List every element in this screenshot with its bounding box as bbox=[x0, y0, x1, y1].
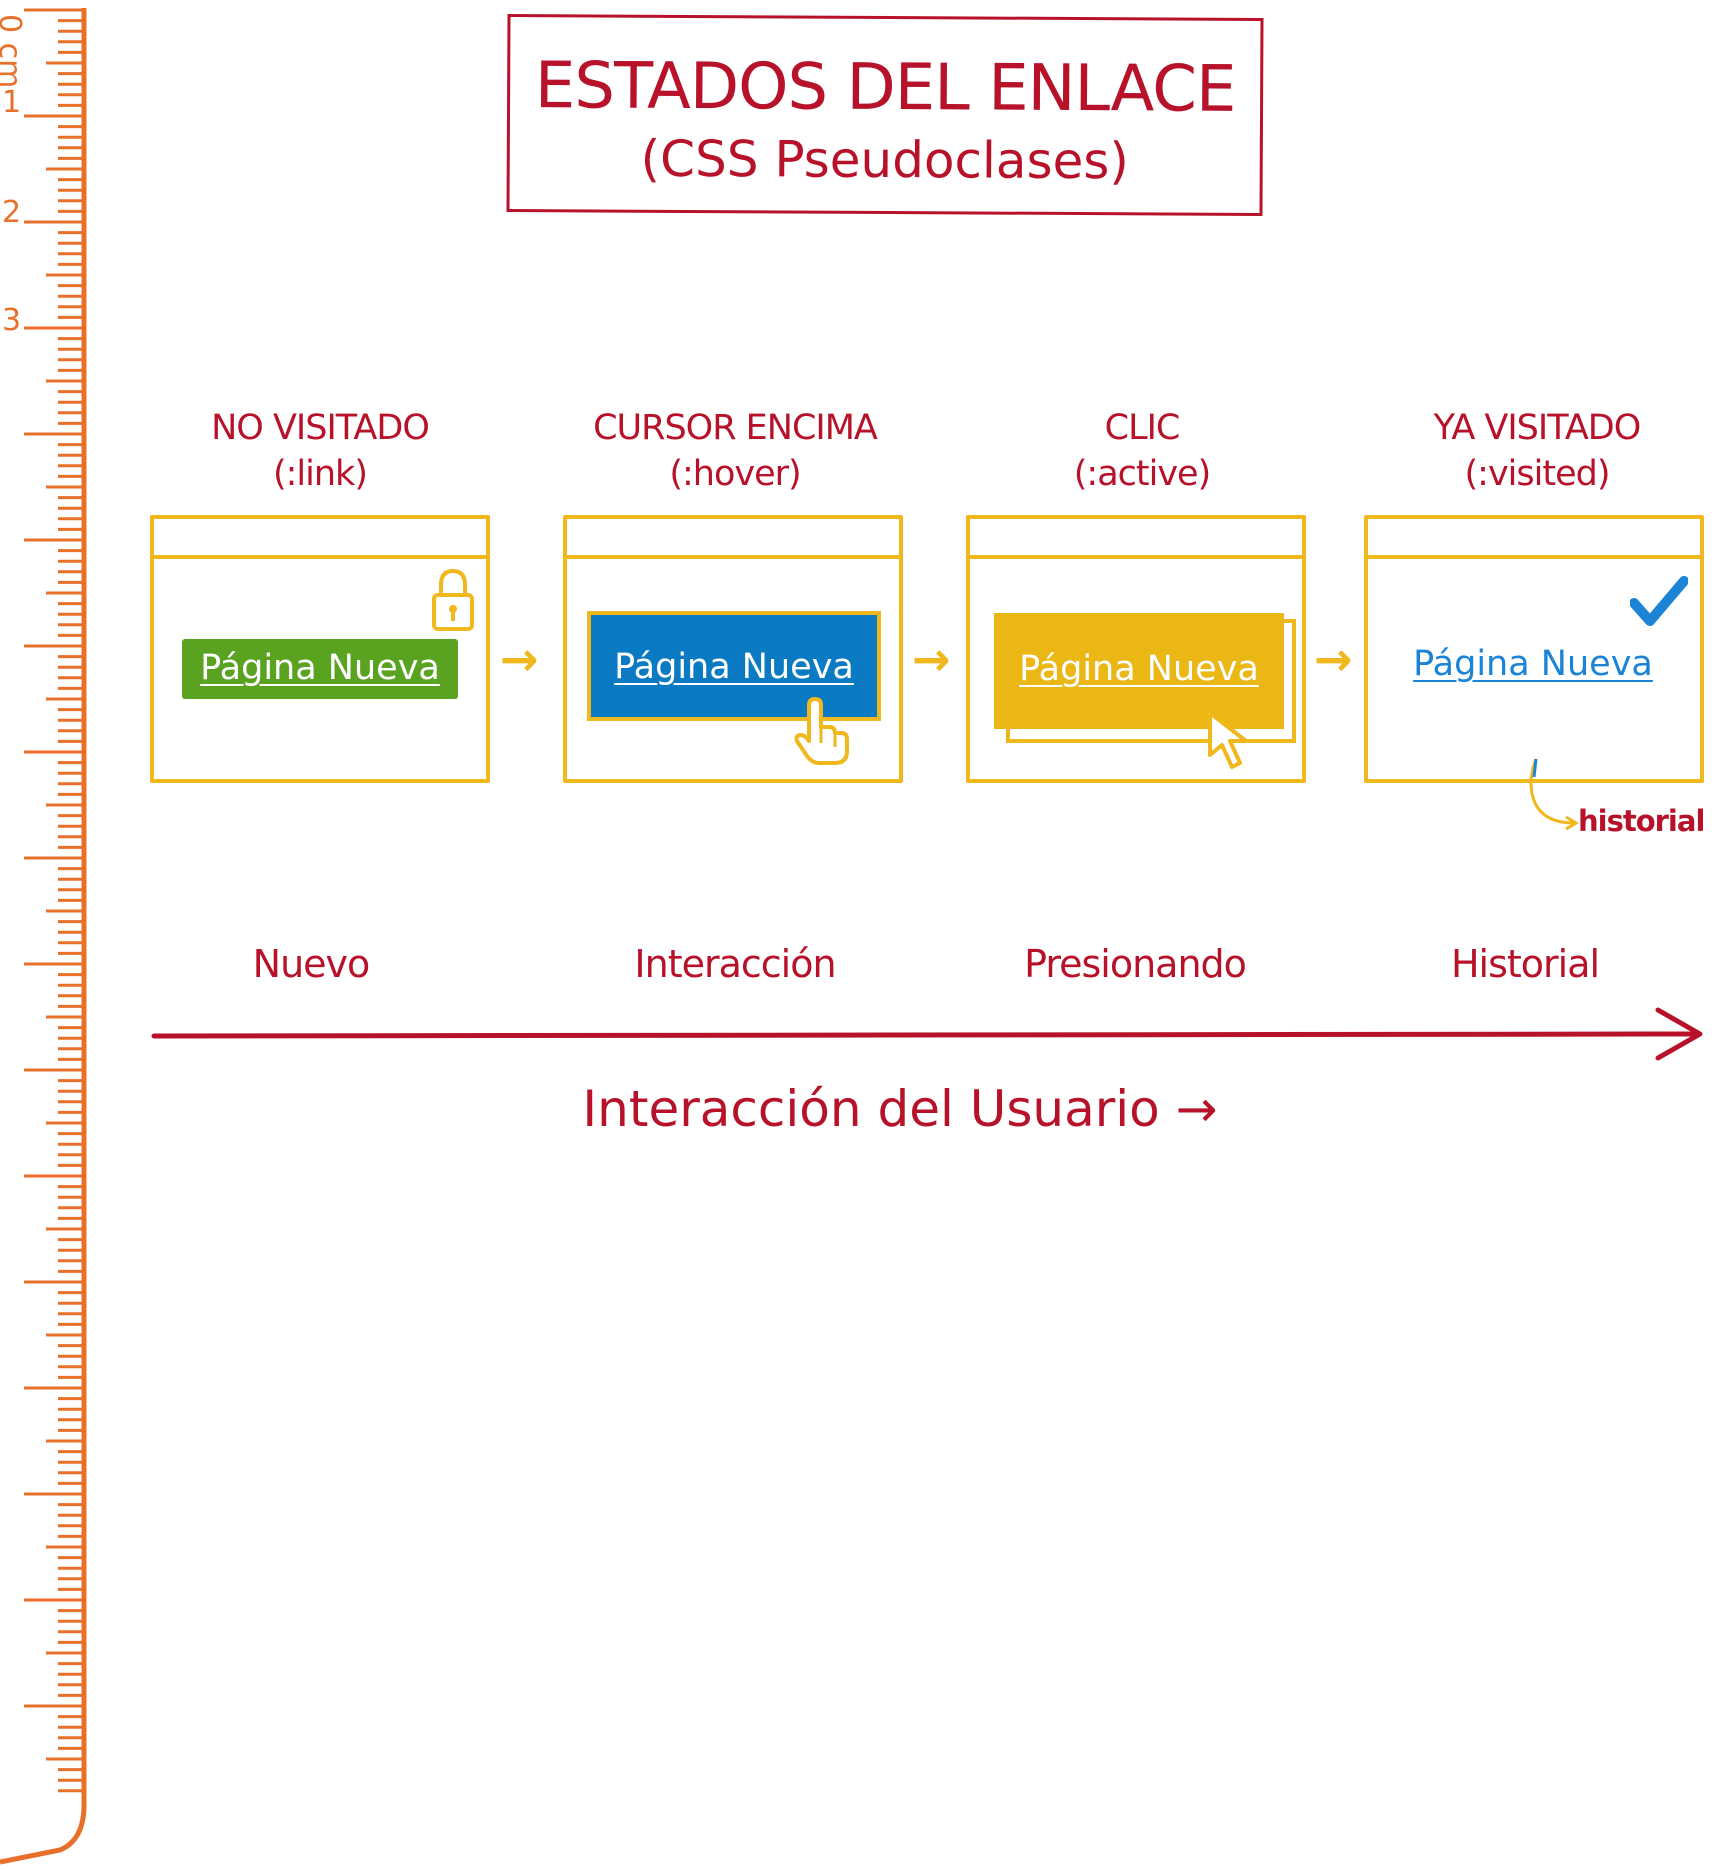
ruler-label-1: 1 bbox=[2, 85, 21, 120]
state-label-active: CLIC (:active) bbox=[962, 405, 1322, 497]
arrow-right-icon: → bbox=[912, 632, 951, 686]
ruler-label-0: 0 cm bbox=[0, 14, 27, 88]
state-label-hover: CURSOR ENCIMA (:hover) bbox=[555, 405, 915, 497]
lock-icon bbox=[432, 568, 474, 631]
link-visited[interactable]: Página Nueva bbox=[1413, 644, 1653, 684]
ruler-label-2: 2 bbox=[2, 195, 21, 230]
phase-label-historial: Historial bbox=[1450, 942, 1600, 986]
history-arrow bbox=[1529, 758, 1579, 831]
link-hover[interactable]: Página Nueva bbox=[587, 611, 881, 721]
browser-toolbar bbox=[1368, 555, 1700, 559]
page-title: ESTADOS DEL ENLACE bbox=[534, 49, 1236, 127]
ruler-edge bbox=[0, 8, 87, 1865]
browser-toolbar bbox=[970, 555, 1302, 559]
state-pseudo: (:link) bbox=[272, 454, 368, 494]
browser-frame-visited: Página Nueva bbox=[1364, 515, 1704, 783]
title-box: ESTADOS DEL ENLACE (CSS Pseudoclases) bbox=[506, 14, 1264, 216]
timeline-arrow bbox=[151, 1007, 1703, 1061]
phase-label-interaccion: Interacción bbox=[634, 942, 836, 986]
ruler-label-3: 3 bbox=[2, 303, 21, 338]
state-pseudo: (:active) bbox=[1073, 454, 1212, 494]
browser-toolbar bbox=[567, 555, 899, 559]
link-active[interactable]: Página Nueva bbox=[994, 613, 1284, 729]
browser-frame-active: Página Nueva bbox=[966, 515, 1306, 783]
phase-label-presionando: Presionando bbox=[1024, 942, 1247, 986]
browser-frame-link: Página Nueva bbox=[150, 515, 490, 783]
arrow-right-icon: → bbox=[1314, 632, 1353, 686]
browser-toolbar bbox=[154, 555, 486, 559]
ruler: 0 cm 1 2 3 bbox=[0, 8, 87, 1865]
state-label-visited: YA VISITADO (:visited) bbox=[1357, 405, 1717, 497]
browser-frame-hover: Página Nueva bbox=[563, 515, 903, 783]
checkmark-icon bbox=[1630, 576, 1688, 626]
state-name: CURSOR ENCIMA bbox=[593, 408, 878, 448]
phase-label-nuevo: Nuevo bbox=[252, 942, 371, 986]
ruler-ticks bbox=[24, 8, 84, 1793]
state-name: NO VISITADO bbox=[211, 408, 430, 448]
cursor-arrow-icon bbox=[1208, 711, 1248, 769]
axis-caption: Interacción del Usuario → bbox=[582, 1080, 1218, 1138]
state-pseudo: (:hover) bbox=[669, 454, 801, 494]
link-unvisited[interactable]: Página Nueva bbox=[182, 639, 458, 699]
page-subtitle: (CSS Pseudoclases) bbox=[640, 129, 1130, 191]
state-label-link: NO VISITADO (:link) bbox=[140, 405, 500, 497]
state-name: YA VISITADO bbox=[1433, 408, 1642, 448]
arrow-right-icon: → bbox=[500, 632, 539, 686]
history-note: historial bbox=[1578, 804, 1705, 838]
state-pseudo: (:visited) bbox=[1464, 454, 1611, 494]
state-name: CLIC bbox=[1104, 408, 1181, 448]
hand-pointer-icon bbox=[794, 697, 849, 765]
